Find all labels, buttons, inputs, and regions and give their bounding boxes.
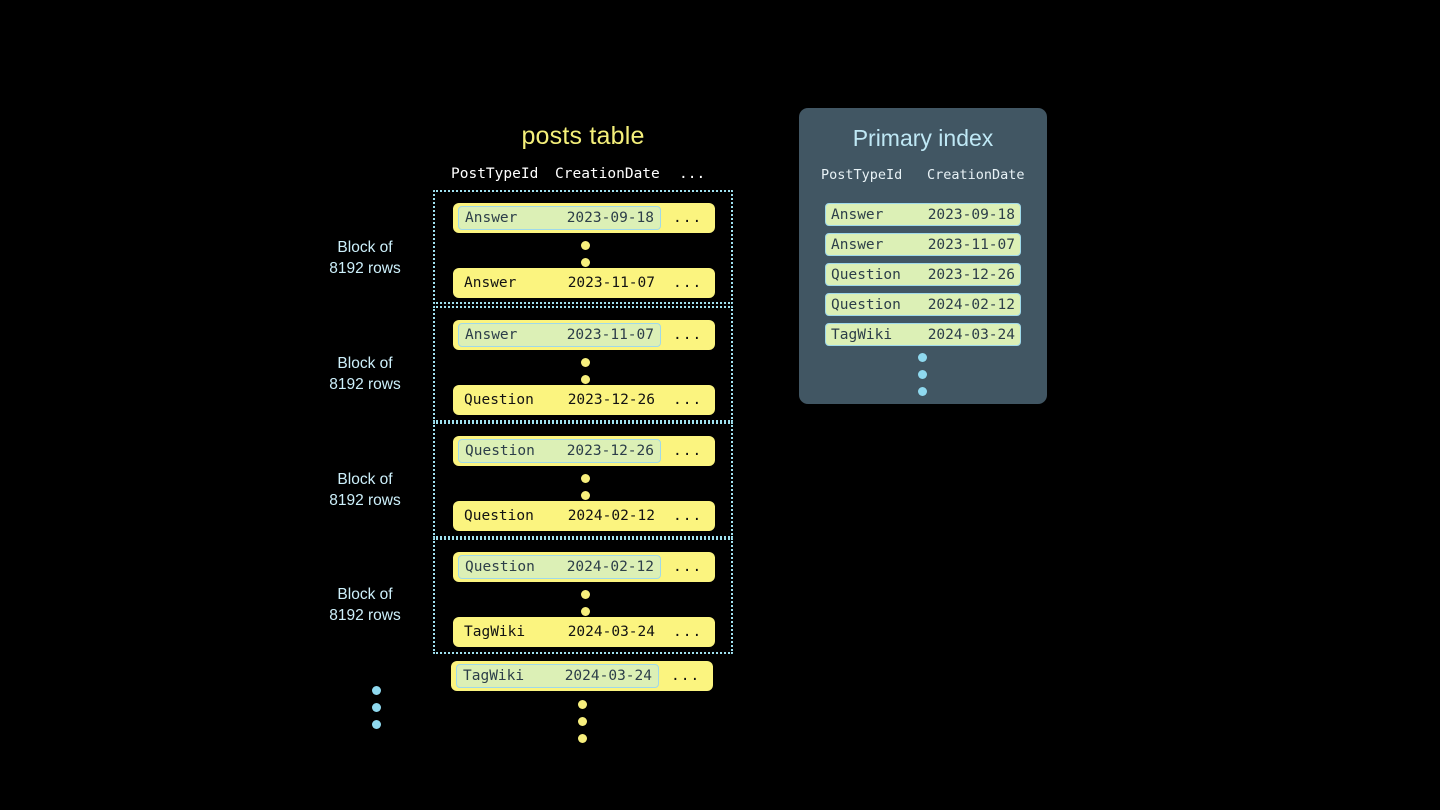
row-ellipsis: ... xyxy=(673,508,703,524)
cell-posttypeid: Answer xyxy=(465,210,518,226)
index-mark-cell: Answer 2023-11-07 xyxy=(458,323,661,347)
cell-creationdate: 2024-02-12 xyxy=(927,296,1015,313)
block-2: Answer 2023-11-07 ... Question 2023-12-2… xyxy=(433,306,733,422)
column-header-creationdate: CreationDate xyxy=(927,167,1025,183)
cell-creationdate: 2024-03-24 xyxy=(564,668,652,684)
primary-index-row: Question 2024-02-12 xyxy=(825,293,1021,316)
table-row: TagWiki 2024-03-24 ... xyxy=(453,617,715,647)
cell-creationdate: 2023-09-18 xyxy=(566,210,654,226)
table-trailing-ellipsis-dots xyxy=(578,700,587,751)
block-4: Question 2024-02-12 ... TagWiki 2024-03-… xyxy=(433,538,733,654)
block-label-line1: Block of xyxy=(337,239,393,256)
table-row: Question 2023-12-26 ... xyxy=(453,385,715,415)
row-cells: Question 2024-02-12 xyxy=(458,504,661,528)
primary-index-row: TagWiki 2024-03-24 xyxy=(825,323,1021,346)
cell-creationdate: 2023-12-26 xyxy=(566,443,654,459)
row-ellipsis: ... xyxy=(673,559,703,575)
row-ellipsis: ... xyxy=(673,275,703,291)
posts-table-column-headers: PostTypeId CreationDate ... xyxy=(451,166,723,186)
block-label-line2: 8192 rows xyxy=(329,491,401,509)
cell-posttypeid: Question xyxy=(831,296,901,313)
primary-index-column-headers: PostTypeId CreationDate xyxy=(821,167,1031,187)
cell-posttypeid: TagWiki xyxy=(831,326,893,343)
posts-table-title: posts table xyxy=(521,122,645,150)
index-mark-cell: Answer 2023-09-18 xyxy=(458,206,661,230)
blocks-trailing-ellipsis-dots xyxy=(372,686,381,737)
table-row-trailing: TagWiki 2024-03-24 ... xyxy=(451,661,713,691)
cell-creationdate: 2023-09-18 xyxy=(927,206,1015,223)
cell-creationdate: 2023-12-26 xyxy=(927,266,1015,283)
table-row: Answer 2023-09-18 ... xyxy=(453,203,715,233)
primary-index-ellipsis-dots xyxy=(918,353,927,404)
block-label-line2: 8192 rows xyxy=(329,606,401,624)
cell-posttypeid: Answer xyxy=(464,275,517,291)
block-label-line2: 8192 rows xyxy=(329,375,401,393)
cell-creationdate: 2024-02-12 xyxy=(567,508,655,524)
cell-posttypeid: Answer xyxy=(465,327,518,343)
column-header-ellipsis: ... xyxy=(679,166,706,182)
cell-posttypeid: Answer xyxy=(831,206,884,223)
block-1: Answer 2023-09-18 ... Answer 2023-11-07 … xyxy=(433,190,733,304)
cell-creationdate: 2023-11-07 xyxy=(927,236,1015,253)
primary-index-row: Answer 2023-11-07 xyxy=(825,233,1021,256)
table-row: Question 2024-02-12 ... xyxy=(453,552,715,582)
cell-posttypeid: TagWiki xyxy=(463,668,525,684)
primary-index-title: Primary index xyxy=(852,125,994,151)
block-1-label: Block of 8192 rows xyxy=(305,238,425,279)
row-cells: Question 2023-12-26 xyxy=(458,388,661,412)
cell-creationdate: 2023-11-07 xyxy=(567,275,655,291)
cell-posttypeid: Question xyxy=(464,508,534,524)
cell-posttypeid: Question xyxy=(831,266,901,283)
block-2-label: Block of 8192 rows xyxy=(305,354,425,395)
cell-posttypeid: Question xyxy=(464,392,534,408)
index-mark-cell: Question 2024-02-12 xyxy=(458,555,661,579)
cell-posttypeid: Question xyxy=(465,559,535,575)
block-label-line1: Block of xyxy=(337,471,393,488)
row-ellipsis: ... xyxy=(673,392,703,408)
table-row: Question 2023-12-26 ... xyxy=(453,436,715,466)
posts-table-diagram: posts table PostTypeId CreationDate ... … xyxy=(300,110,760,750)
primary-index-panel: Primary index PostTypeId CreationDate An… xyxy=(799,108,1047,404)
row-ellipsis: ... xyxy=(671,668,701,684)
row-ellipsis: ... xyxy=(673,327,703,343)
index-mark-cell: Question 2023-12-26 xyxy=(458,439,661,463)
block-4-label: Block of 8192 rows xyxy=(305,585,425,626)
primary-index-row: Question 2023-12-26 xyxy=(825,263,1021,286)
cell-posttypeid: TagWiki xyxy=(464,624,526,640)
block-3: Question 2023-12-26 ... Question 2024-02… xyxy=(433,422,733,538)
row-ellipsis: ... xyxy=(673,443,703,459)
cell-creationdate: 2024-02-12 xyxy=(566,559,654,575)
row-cells: Answer 2023-11-07 xyxy=(458,271,661,295)
row-cells: TagWiki 2024-03-24 xyxy=(458,620,661,644)
row-ellipsis: ... xyxy=(673,210,703,226)
column-header-posttypeid: PostTypeId xyxy=(821,167,903,183)
table-row: Answer 2023-11-07 ... xyxy=(453,268,715,298)
block-label-line1: Block of xyxy=(337,586,393,603)
cell-posttypeid: Answer xyxy=(831,236,884,253)
cell-posttypeid: Question xyxy=(465,443,535,459)
table-row: Answer 2023-11-07 ... xyxy=(453,320,715,350)
column-header-posttypeid: PostTypeId xyxy=(451,166,539,182)
table-row: Question 2024-02-12 ... xyxy=(453,501,715,531)
column-header-creationdate: CreationDate xyxy=(555,166,660,182)
cell-creationdate: 2024-03-24 xyxy=(927,326,1015,343)
row-ellipsis: ... xyxy=(673,624,703,640)
cell-creationdate: 2024-03-24 xyxy=(567,624,655,640)
block-3-label: Block of 8192 rows xyxy=(305,470,425,511)
block-label-line2: 8192 rows xyxy=(329,259,401,277)
cell-creationdate: 2023-11-07 xyxy=(566,327,654,343)
index-mark-cell: TagWiki 2024-03-24 xyxy=(456,664,659,688)
primary-index-row: Answer 2023-09-18 xyxy=(825,203,1021,226)
block-label-line1: Block of xyxy=(337,355,393,372)
cell-creationdate: 2023-12-26 xyxy=(567,392,655,408)
